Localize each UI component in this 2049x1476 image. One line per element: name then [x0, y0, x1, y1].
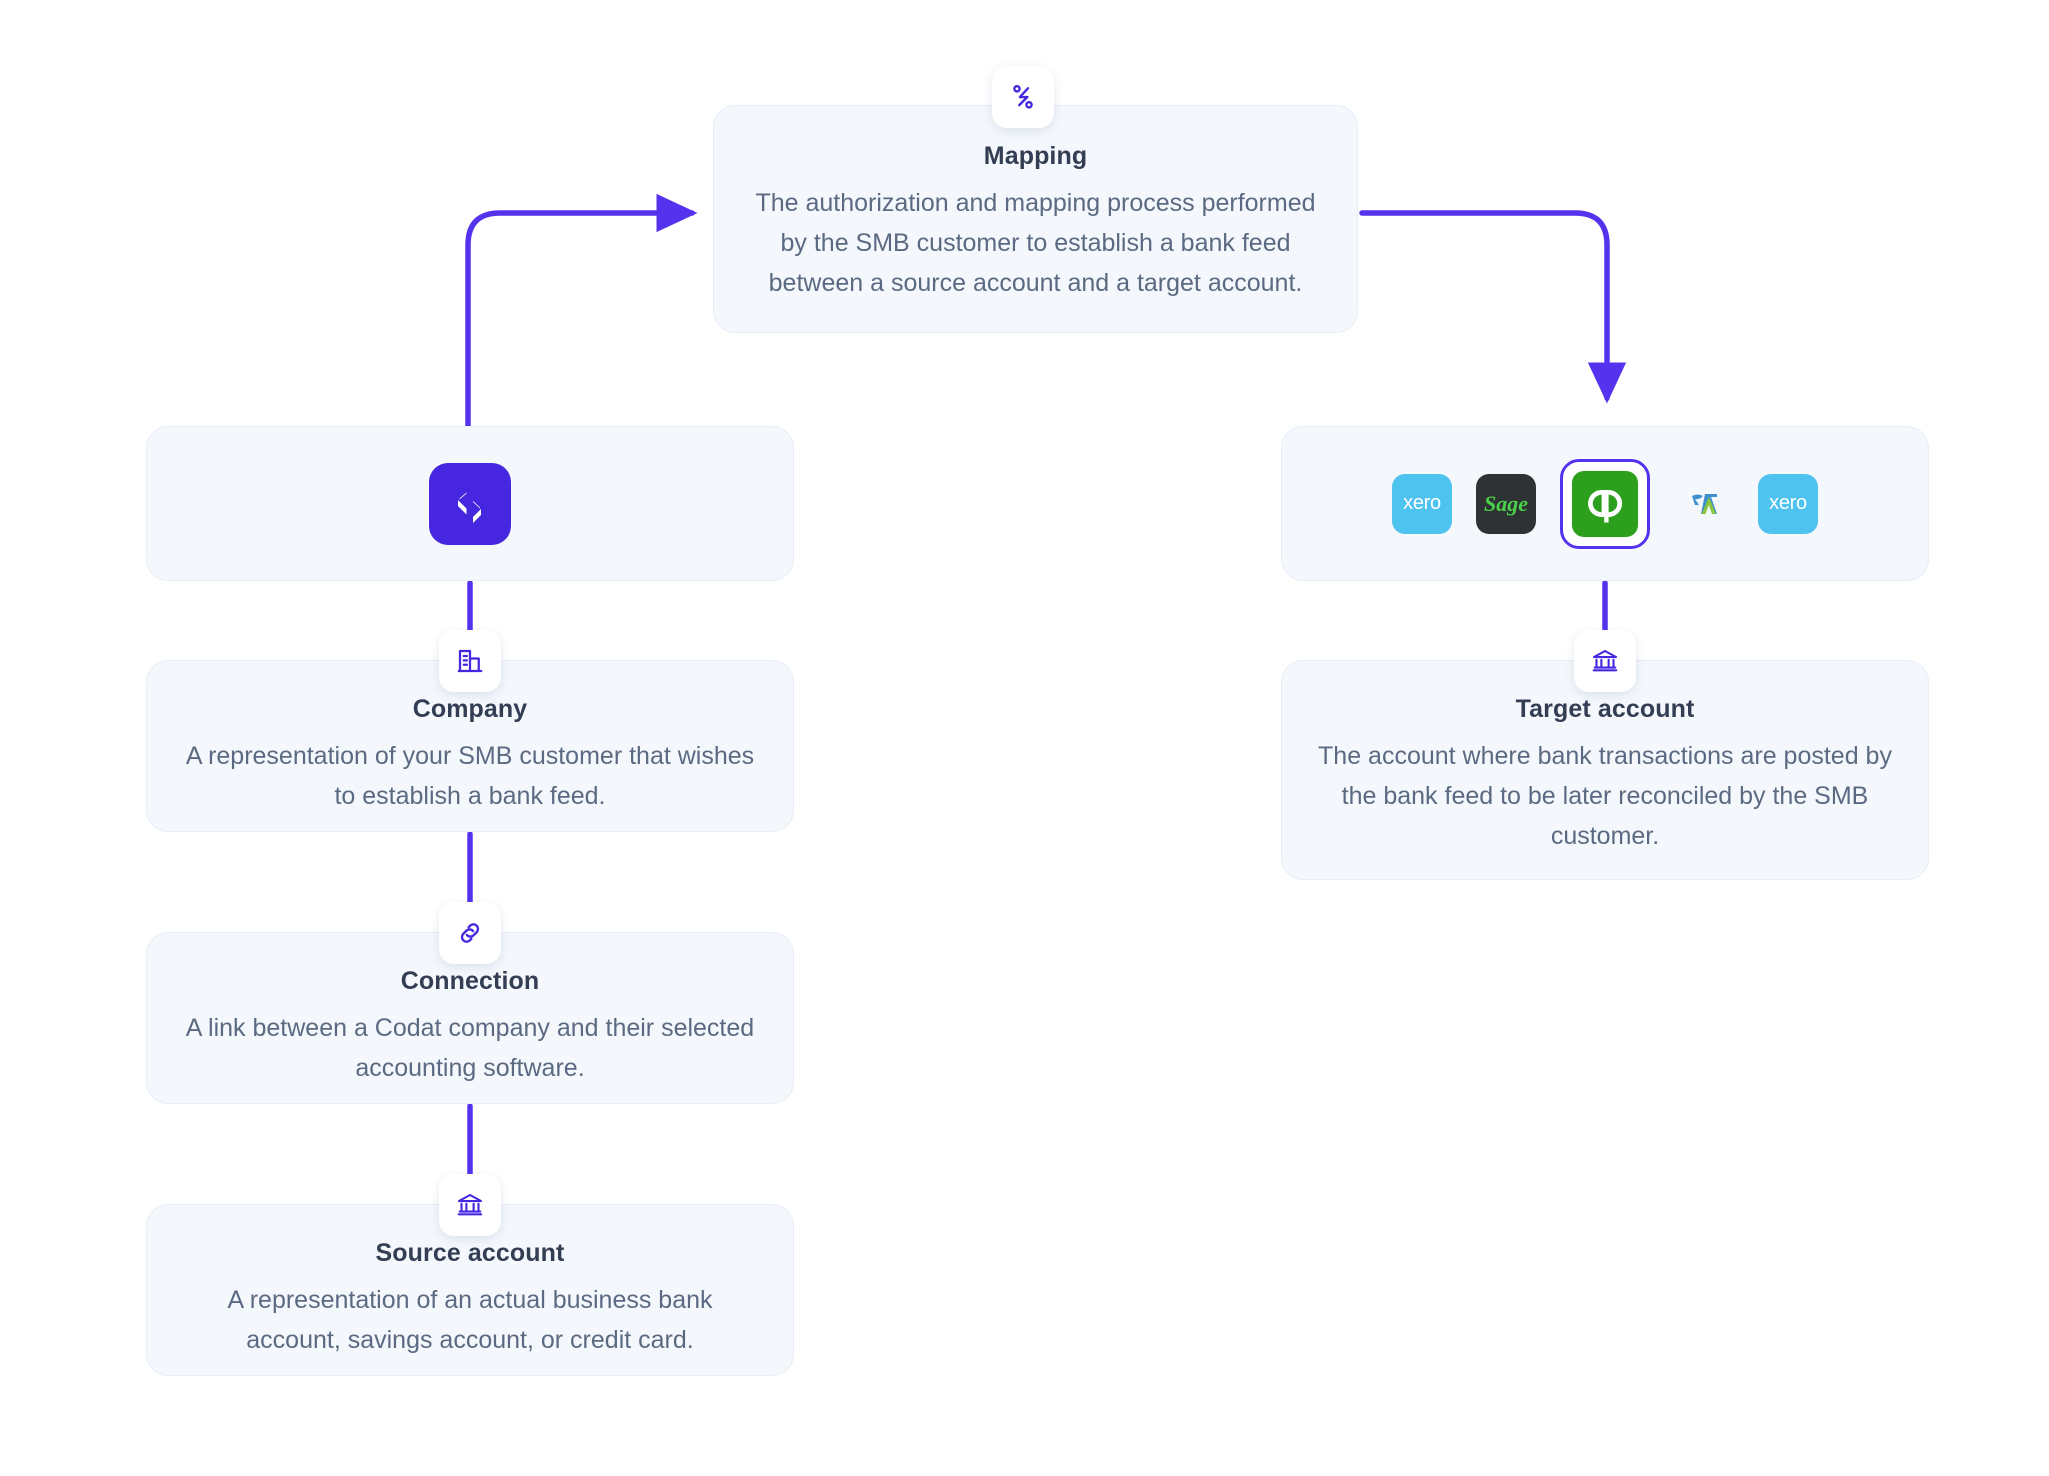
company-title: Company [412, 695, 528, 723]
company-description: A representation of your SMB customer th… [185, 742, 755, 810]
bank-icon-target [1574, 630, 1636, 692]
mapping-percent-icon [992, 66, 1054, 128]
quickbooks-qb-glyph [1588, 489, 1623, 522]
quickbooks-logo-tile [1572, 470, 1638, 537]
mapping-title: Mapping [983, 142, 1088, 170]
target-account-card: Target account The account where bank tr… [1281, 660, 1929, 880]
target-account-description: The account where bank transactions are … [1318, 742, 1892, 850]
mapping-card: Mapping The authorization and mapping pr… [713, 105, 1358, 333]
xero-logo-tile[interactable]: xero [1392, 473, 1452, 534]
codat-logo [429, 462, 511, 545]
sage-logo-tile[interactable]: Sage [1476, 473, 1536, 534]
source-account-card: Source account A representation of an ac… [146, 1204, 794, 1376]
platform-logos-card: xero Sage [1281, 426, 1929, 581]
connector-mapping-to-platforms [1359, 210, 1627, 404]
sage-logo-label: Sage [1484, 490, 1528, 516]
xero-logo-label-2: xero [1769, 492, 1807, 514]
xero-logo-label: xero [1403, 492, 1441, 514]
bank-icon [439, 1174, 501, 1236]
connection-title: Connection [400, 967, 540, 995]
codat-banner-card [146, 426, 794, 581]
quickbooks-logo-selected[interactable] [1560, 458, 1650, 549]
mapping-description: The authorization and mapping process pe… [755, 189, 1316, 297]
target-account-title: Target account [1515, 695, 1695, 723]
source-account-title: Source account [375, 1239, 565, 1267]
connector-codat-to-mapping [465, 193, 698, 429]
freeagent-glyph [1692, 493, 1717, 514]
source-account-description: A representation of an actual business b… [227, 1286, 713, 1354]
xero-logo-tile-2[interactable]: xero [1758, 473, 1818, 534]
platform-logo-row: xero Sage [1392, 458, 1818, 549]
connection-description: A link between a Codat company and their… [185, 1014, 755, 1082]
company-card: Company A representation of your SMB cus… [146, 660, 794, 832]
building-icon [439, 630, 501, 692]
freeagent-logo-tile[interactable] [1674, 473, 1734, 534]
link-icon [439, 902, 501, 964]
